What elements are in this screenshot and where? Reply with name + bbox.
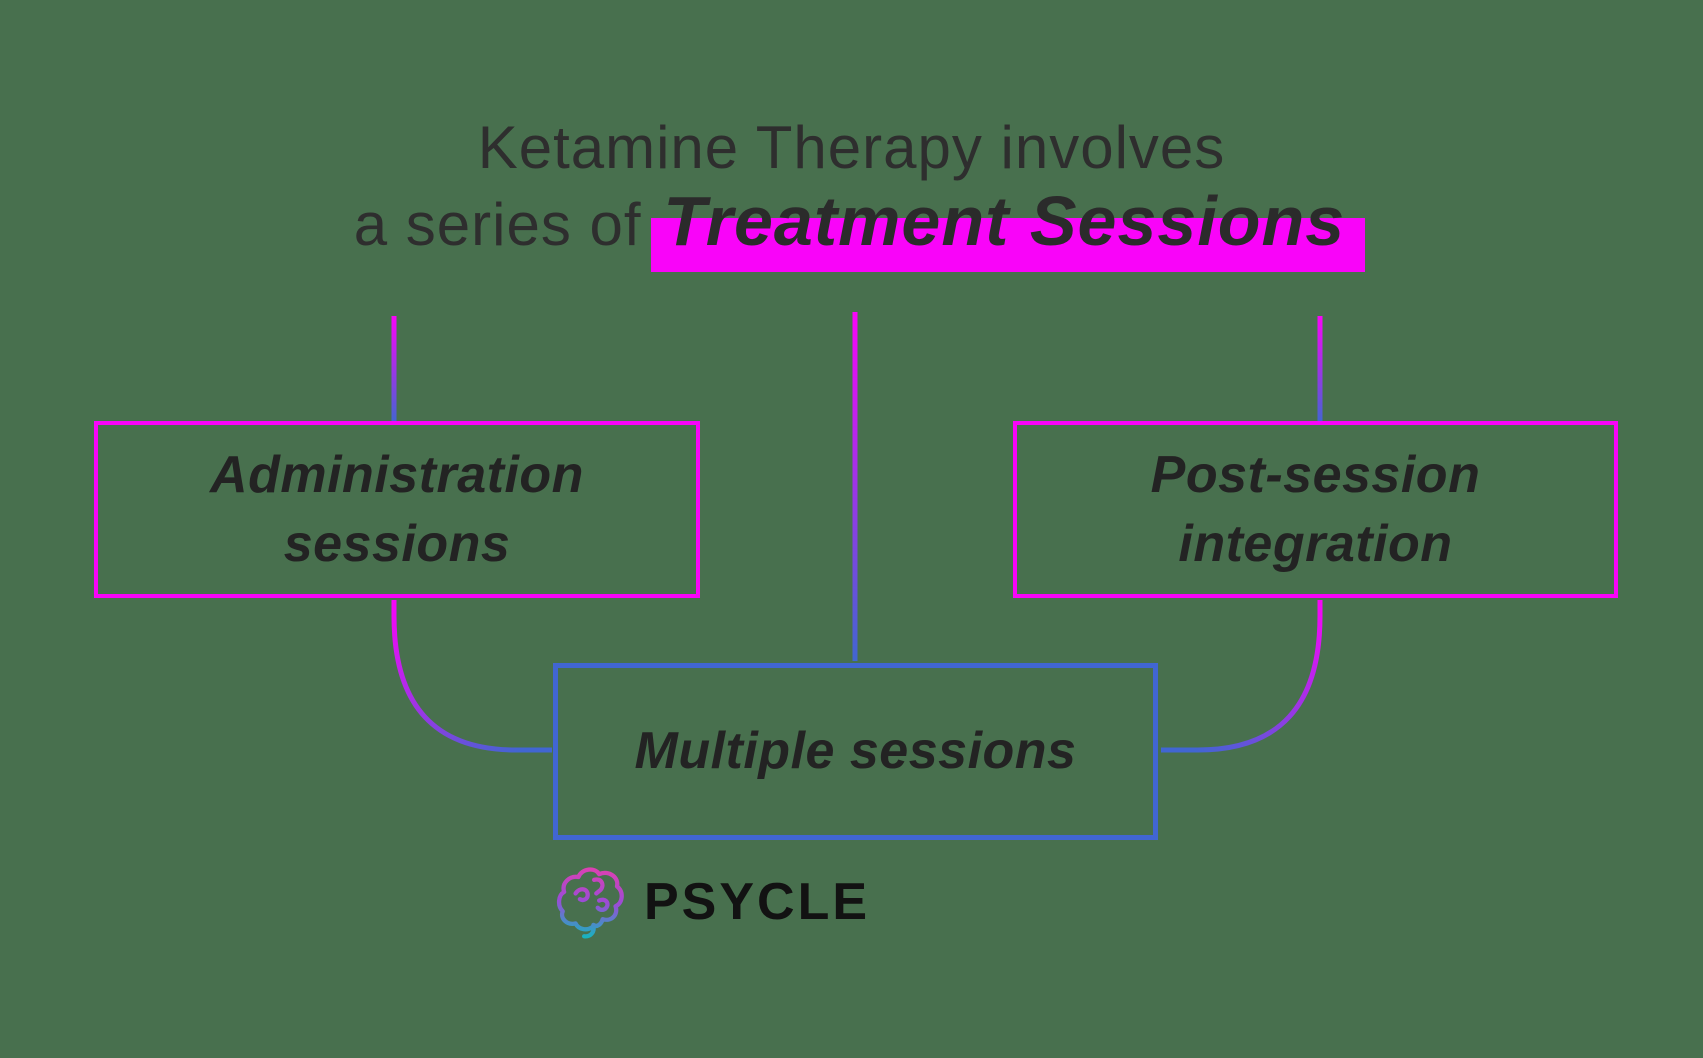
title-emphasis-highlighted: Treatment Sessions [659,182,1349,260]
logo-wordmark: PSYCLE [644,873,871,931]
administration-label-line-1: Administration [210,445,584,504]
post-session-integration-label: Post-session integration [1151,441,1481,578]
post-session-label-line-1: Post-session [1150,445,1481,504]
connector-administration-to-multiple [391,600,552,753]
multiple-sessions-label-line: Multiple sessions [634,722,1077,781]
brain-fold-3 [595,897,610,912]
title-line-2: a series of Treatment Sessions [0,183,1703,260]
administration-sessions-box: Administration sessions [94,421,700,598]
multiple-sessions-label: Multiple sessions [635,717,1077,786]
title-line-1: Ketamine Therapy involves [477,114,1226,181]
post-session-label-line-2: integration [1178,514,1453,573]
brain-icon [557,867,624,939]
psycle-logo: PSYCLE [556,862,870,942]
connector-post-session-to-multiple [1161,600,1323,753]
brain-outline [557,867,624,932]
brain-fold-2 [592,877,605,896]
brain-stem [582,923,596,939]
title-line-2-prefix: a series of [353,191,660,258]
administration-sessions-label: Administration sessions [210,441,584,578]
diagram-title: Ketamine Therapy involves a series of Tr… [0,116,1703,260]
multiple-sessions-box: Multiple sessions [553,663,1158,840]
brain-fold-1 [573,887,590,903]
post-session-integration-box: Post-session integration [1013,421,1618,598]
administration-label-line-2: sessions [283,514,511,573]
